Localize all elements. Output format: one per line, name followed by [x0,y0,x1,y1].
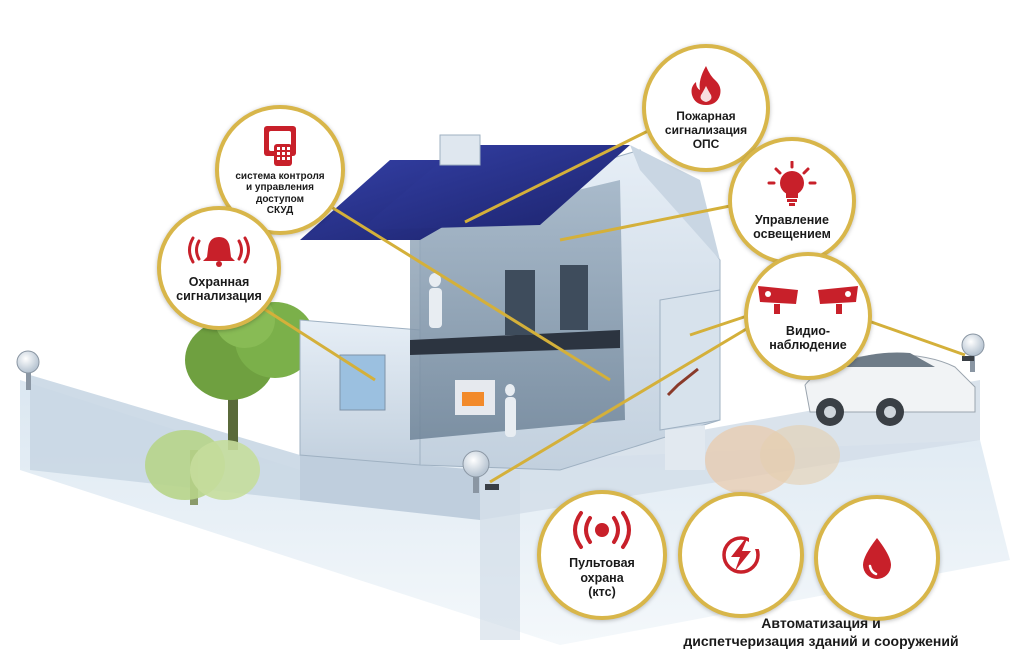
lamp-left [16,350,40,390]
water-drop-icon [863,538,891,579]
light-tree-left [145,430,260,505]
security-alarm-label: Охранная сигнализация [176,274,262,303]
security-alarm-circle: Охранная сигнализация [157,206,281,330]
video-label: Видио- наблюдение [769,323,847,352]
panic-circle: Пультовая охрана (ктс) [537,490,667,620]
automation-power-circle [678,492,804,618]
panic-label: Пультовая охрана (ктс) [569,556,635,600]
cctv-camera-icon [758,285,858,314]
keypad-access-icon [264,125,296,166]
faded-tree-right [705,425,840,495]
skud-label: система контроля и управления доступом С… [235,170,325,217]
car [804,352,976,426]
gate-post [480,470,520,640]
signal-broadcast-icon [573,511,631,550]
lighting-circle: Управление освещением [728,137,856,265]
connector-lines [257,128,966,484]
light-bulb-icon [767,160,817,206]
fire-alarm-circle: Пожарная сигнализация ОПС [642,44,770,172]
lightning-bolt-icon [722,535,763,574]
lighting-label: Управление освещением [753,212,831,241]
video-circle: Видио- наблюдение [744,252,872,380]
fire-alarm-label: Пожарная сигнализация ОПС [664,109,748,151]
automation-caption: Автоматизация и диспетчеризация зданий и… [683,615,959,650]
flame-icon [691,66,721,106]
house [299,134,721,471]
front-fence [300,455,480,520]
lamp-gate [462,450,499,493]
automation-water-circle [814,495,940,621]
lamp-right [961,333,985,372]
alarm-bell-icon [188,236,250,267]
